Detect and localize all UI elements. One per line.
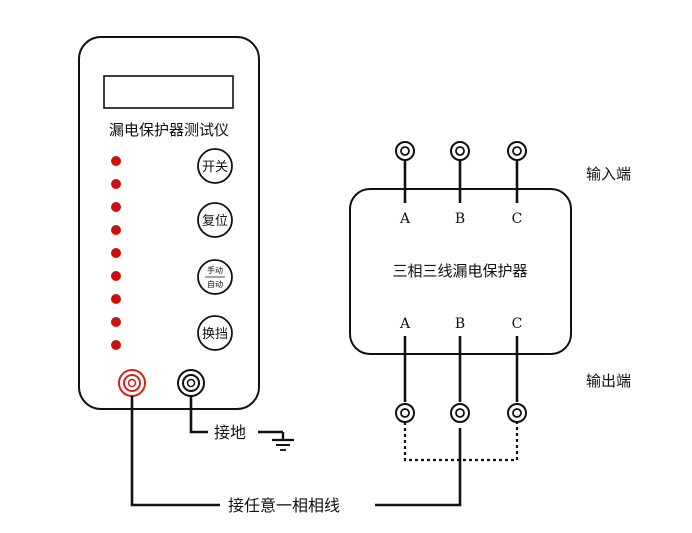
output-side-label: 输出端 xyxy=(586,372,631,390)
reset-button-label: 复位 xyxy=(202,214,228,229)
tester-device: 漏电保护器测试仪 开关 复位 手动 自动 换挡 xyxy=(78,36,260,410)
power-button-label: 开关 xyxy=(202,160,228,175)
mode-manual-label: 手动 xyxy=(207,265,223,275)
ground-wire xyxy=(189,396,208,434)
indicator-light xyxy=(111,294,121,304)
red-test-terminal[interactable] xyxy=(118,369,146,397)
indicator-light xyxy=(111,202,121,212)
indicator-light xyxy=(111,317,121,327)
indicator-light xyxy=(111,225,121,235)
input-terminal-c[interactable] xyxy=(507,141,527,161)
leakage-breaker: A B C 三相三线漏电保护器 A B C xyxy=(349,160,572,402)
any-phase-label: 接任意一相相线 xyxy=(228,496,340,515)
indicator-light xyxy=(111,248,121,258)
indicator-light xyxy=(111,156,121,166)
indicator-light xyxy=(111,271,121,281)
output-phase-b: B xyxy=(455,316,465,332)
output-terminal-c[interactable] xyxy=(507,403,527,423)
ground-label: 接地 xyxy=(214,423,246,442)
input-phase-b: B xyxy=(455,211,465,227)
output-phase-a: A xyxy=(399,316,411,332)
input-side-label: 输入端 xyxy=(586,165,631,183)
ground-symbol xyxy=(258,430,294,451)
input-terminal-a[interactable] xyxy=(395,141,415,161)
dotted-phase-options xyxy=(403,422,519,462)
indicator-light xyxy=(111,340,121,350)
output-phase-c: C xyxy=(512,316,523,332)
reset-button[interactable]: 复位 xyxy=(197,202,233,238)
power-button[interactable]: 开关 xyxy=(197,148,233,184)
input-phase-c: C xyxy=(512,211,523,227)
switch-range-button-label: 换挡 xyxy=(202,327,228,342)
switch-range-button[interactable]: 换挡 xyxy=(197,315,233,351)
ground-terminal[interactable] xyxy=(177,369,205,397)
input-phase-a: A xyxy=(399,211,411,227)
mode-auto-label: 自动 xyxy=(207,279,223,289)
output-terminal-a[interactable] xyxy=(395,403,415,423)
indicator-light xyxy=(111,179,121,189)
input-terminal-b[interactable] xyxy=(450,141,470,161)
output-terminal-b[interactable] xyxy=(450,403,470,423)
mode-toggle-button[interactable]: 手动 自动 xyxy=(197,259,233,295)
breaker-title: 三相三线漏电保护器 xyxy=(392,262,527,280)
tester-display xyxy=(103,75,234,109)
indicator-lights xyxy=(111,156,121,350)
tester-title: 漏电保护器测试仪 xyxy=(109,121,229,139)
phase-test-wire xyxy=(130,396,462,507)
